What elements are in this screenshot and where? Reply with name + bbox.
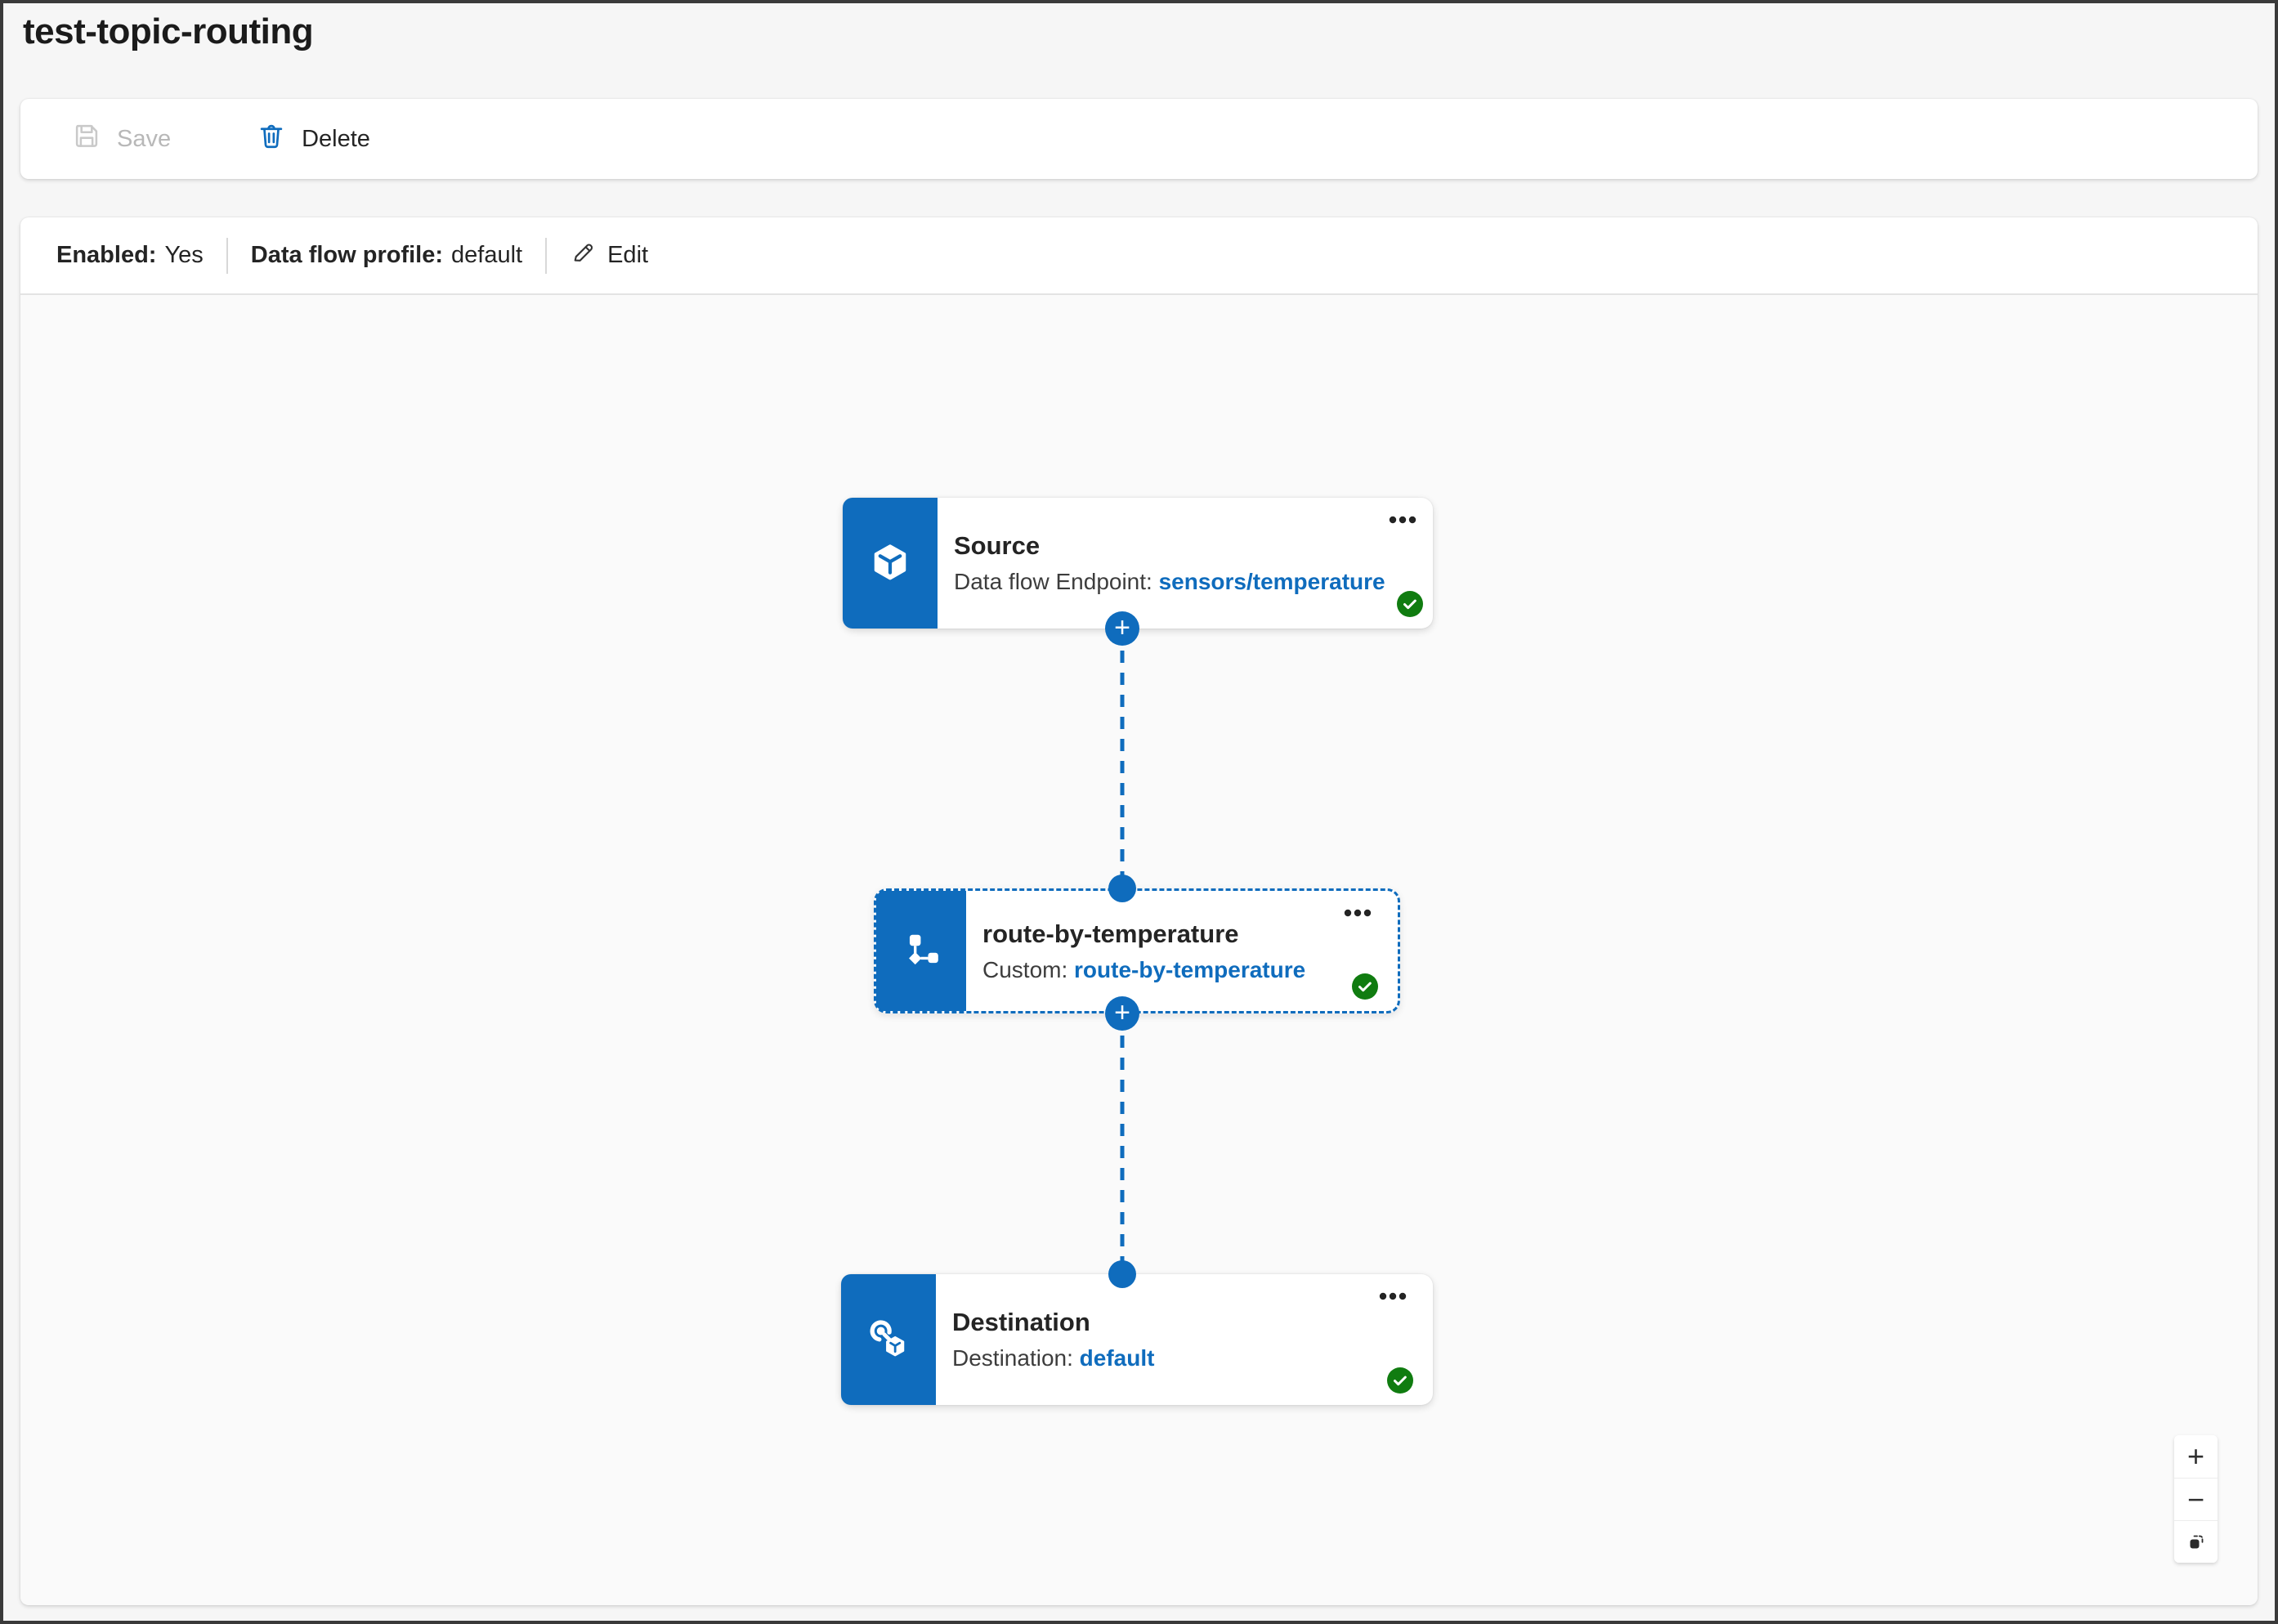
page-title: test-topic-routing xyxy=(23,11,314,51)
more-options-button[interactable] xyxy=(1340,906,1375,920)
plus-icon: + xyxy=(1114,996,1130,1028)
node-subtitle-label: Destination: xyxy=(952,1345,1073,1371)
node-title: Source xyxy=(954,531,1041,560)
zoom-out-icon: − xyxy=(2186,1482,2205,1516)
fit-view-icon xyxy=(2186,1528,2206,1557)
zoom-in-icon: + xyxy=(2186,1439,2205,1473)
more-options-button[interactable] xyxy=(1385,512,1420,527)
canvas-zoom-controls: + − xyxy=(2174,1435,2218,1563)
fit-view-button[interactable] xyxy=(2174,1520,2218,1563)
delete-button[interactable]: Delete xyxy=(256,120,370,158)
node-destination-body: Destination Destination: default xyxy=(936,1274,1433,1405)
success-check-icon xyxy=(1387,1367,1413,1394)
more-options-button[interactable] xyxy=(1376,1289,1410,1304)
dataflow-canvas[interactable]: Source Data flow Endpoint: sensors/tempe… xyxy=(20,295,2258,1604)
zoom-out-button[interactable]: − xyxy=(2174,1478,2218,1520)
enabled-label: Enabled: xyxy=(56,242,157,268)
success-check-icon xyxy=(1396,591,1423,617)
add-node-button[interactable]: + xyxy=(1105,996,1139,1031)
edit-button-label: Edit xyxy=(607,242,649,268)
enabled-status: Enabled: Yes xyxy=(56,242,204,269)
edit-button[interactable]: Edit xyxy=(570,239,648,272)
success-check-icon xyxy=(1352,973,1378,1000)
save-button-label: Save xyxy=(117,125,172,152)
node-title: Destination xyxy=(952,1308,1090,1336)
save-icon xyxy=(71,120,102,158)
node-subtitle: Destination: default xyxy=(952,1345,1376,1371)
node-source[interactable]: Source Data flow Endpoint: sensors/tempe… xyxy=(843,498,1433,629)
enabled-value: Yes xyxy=(164,242,204,268)
transform-icon xyxy=(876,891,966,1011)
plus-icon: + xyxy=(1114,611,1130,643)
delete-button-label: Delete xyxy=(302,125,370,152)
command-bar: Save Delete xyxy=(20,99,2258,179)
node-destination-link[interactable]: default xyxy=(1079,1345,1155,1371)
node-transform[interactable]: route-by-temperature Custom: route-by-te… xyxy=(874,888,1400,1013)
zoom-in-button[interactable]: + xyxy=(2174,1435,2218,1478)
dataflow-editor-panel: Enabled: Yes Data flow profile: default … xyxy=(20,217,2258,1605)
node-subtitle-label: Custom: xyxy=(982,956,1068,982)
node-title: route-by-temperature xyxy=(982,919,1239,948)
node-endpoint-link[interactable]: sensors/temperature xyxy=(1158,569,1385,594)
profile-status: Data flow profile: default xyxy=(251,242,522,269)
divider xyxy=(226,237,228,274)
save-button[interactable]: Save xyxy=(71,120,171,158)
pencil-icon xyxy=(570,239,596,272)
source-endpoint-icon xyxy=(843,498,938,629)
edge-endpoint-dot xyxy=(1108,1260,1136,1288)
edge-endpoint-dot xyxy=(1108,875,1136,902)
trash-icon xyxy=(256,120,287,158)
profile-label: Data flow profile: xyxy=(250,242,444,268)
add-node-button[interactable]: + xyxy=(1105,611,1139,646)
node-transform-link[interactable]: route-by-temperature xyxy=(1074,956,1306,982)
node-transform-body: route-by-temperature Custom: route-by-te… xyxy=(966,891,1398,1011)
destination-endpoint-icon xyxy=(841,1274,936,1405)
node-subtitle-label: Data flow Endpoint: xyxy=(954,569,1152,594)
dataflow-status-bar: Enabled: Yes Data flow profile: default … xyxy=(20,217,2258,295)
profile-value: default xyxy=(451,242,523,268)
node-destination[interactable]: Destination Destination: default xyxy=(841,1274,1433,1405)
divider xyxy=(545,237,548,274)
node-subtitle: Custom: route-by-temperature xyxy=(982,957,1340,983)
node-source-body: Source Data flow Endpoint: sensors/tempe… xyxy=(938,498,1443,629)
node-subtitle: Data flow Endpoint: sensors/temperature xyxy=(954,569,1385,595)
